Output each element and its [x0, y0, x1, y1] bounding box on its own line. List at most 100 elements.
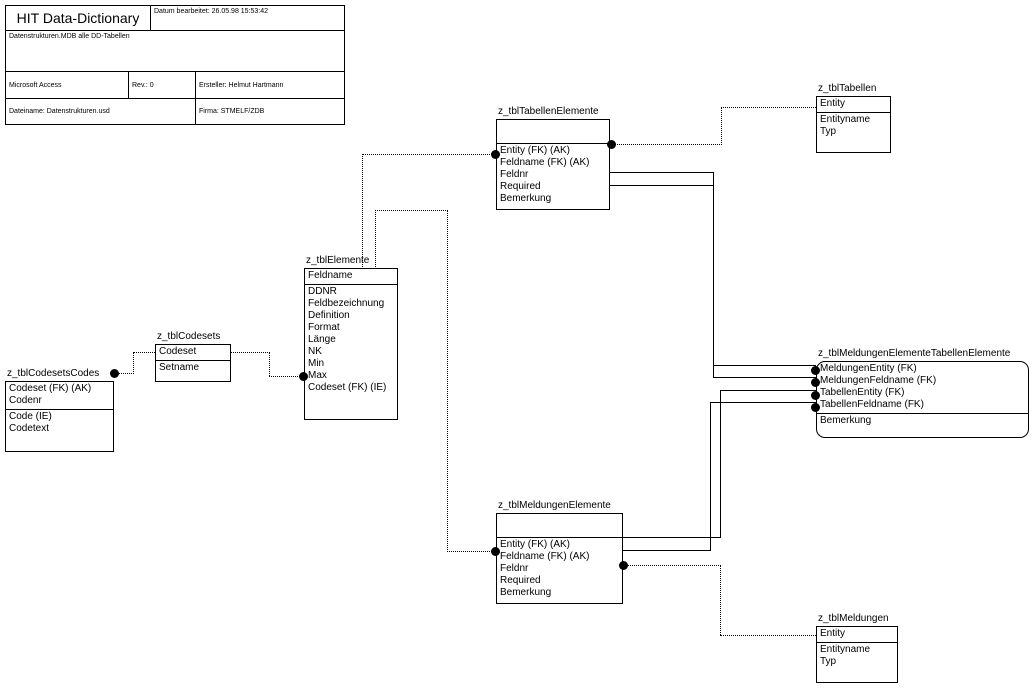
- entity-attribute: Feldnr: [500, 169, 529, 180]
- entity-name-label: z_tblCodesets: [157, 331, 221, 342]
- connector-meldungenelemente-link-h4: [710, 402, 816, 403]
- entity-attribute-area: Entityname Typ: [817, 643, 897, 682]
- connector-tabellen-tabellenelemente-v: [721, 107, 722, 145]
- entity-attribute: Setname: [159, 362, 200, 373]
- entity-key-attribute: MeldungenEntity (FK): [820, 363, 917, 374]
- author-label: Ersteller: Helmut Hartmann: [199, 81, 284, 89]
- title-block-row-description: Datenstrukturen.MDB alle DD-Tabellen: [6, 30, 344, 71]
- entity-z-tbltabellenelemente[interactable]: z_tblTabellenElemente Entity (FK) (AK) F…: [496, 106, 610, 210]
- entity-attribute-area: Code (IE) Codetext: [6, 410, 113, 451]
- entity-attribute-area: Setname: [156, 361, 230, 381]
- entity-key-area: Codeset (FK) (AK) Codenr: [6, 382, 113, 410]
- connector-elemente-meldungenelemente-h2: [447, 551, 496, 552]
- connector-codesets-elemente-v: [269, 352, 270, 376]
- connector-codesets-codesetscodes-h2: [133, 352, 155, 353]
- entity-name-label: z_tblTabellen: [818, 83, 877, 94]
- connector-codesets-codesetscodes-h1: [114, 373, 134, 374]
- entity-key-attribute: Codeset: [159, 346, 197, 357]
- edit-timestamp: Datum bearbeitet: 26.05.98 15:53:42: [154, 8, 269, 15]
- entity-box: MeldungenEntity (FK) MeldungenFeldname (…: [816, 361, 1029, 438]
- connector-tabellenelemente-link-v2: [713, 185, 714, 378]
- filename-label: Dateiname: Datenstrukturen.usd: [6, 99, 196, 124]
- connector-elemente-tabellenelemente-v: [362, 154, 363, 269]
- entity-attribute: Typ: [820, 656, 837, 667]
- entity-z-tbltabellen[interactable]: z_tblTabellen Entity Entityname Typ: [816, 83, 891, 153]
- entity-attribute: NK: [308, 346, 322, 357]
- connector-elemente-meldungenelemente-v1: [375, 210, 376, 269]
- entity-name-label: z_tblCodesetsCodes: [7, 368, 100, 379]
- entity-key-attribute: TabellenEntity (FK): [820, 387, 905, 398]
- connector-meldungenelemente-link-v2: [710, 402, 711, 551]
- entity-attribute: Entity (FK) (AK): [500, 539, 571, 550]
- entity-attribute: Codeset (FK) (IE): [308, 382, 387, 393]
- entity-attribute: Feldnr: [500, 563, 529, 574]
- entity-attribute: Max: [308, 370, 327, 381]
- application-name: Microsoft Access: [6, 72, 129, 98]
- entity-attribute: Entity (FK) (AK): [500, 145, 571, 156]
- entity-attribute: Required: [500, 575, 541, 586]
- entity-box: Entity (FK) (AK) Feldname (FK) (AK) Feld…: [496, 119, 610, 210]
- entity-attribute: Code (IE): [9, 411, 52, 422]
- connector-elemente-meldungenelemente-v2: [447, 210, 448, 552]
- entity-box: Entity Entityname Typ: [816, 626, 898, 683]
- entity-attribute: Feldbezeichnung: [308, 298, 385, 309]
- entity-attribute: Definition: [308, 310, 350, 321]
- entity-box: Feldname DDNR Feldbezeichnung Definition…: [304, 268, 398, 420]
- entity-name-label: z_tblTabellenElemente: [498, 106, 599, 117]
- entity-key-area: [497, 120, 609, 144]
- connector-tabellenelemente-link-h3: [610, 185, 714, 186]
- entity-box: Entity Entityname Typ: [816, 96, 891, 153]
- entity-z-tblmeldungenelementetabellenelemente[interactable]: z_tblMeldungenElementeTabellenElemente M…: [816, 348, 1029, 438]
- cardinality-dot-link-1: [811, 366, 820, 375]
- connector-tabellenelemente-link-h4: [713, 377, 816, 378]
- entity-attribute: Bemerkung: [820, 415, 872, 426]
- entity-key-attribute: Feldname: [308, 270, 353, 281]
- cardinality-dot-meldungenelemente-right: [619, 561, 628, 570]
- entity-z-tblmeldungenelemente[interactable]: z_tblMeldungenElemente Entity (FK) (AK) …: [496, 500, 623, 604]
- cardinality-dot-meldungenelemente-left: [491, 547, 500, 556]
- entity-attribute: Entityname: [820, 644, 871, 655]
- entity-box: Codeset (FK) (AK) Codenr Code (IE) Codet…: [5, 381, 114, 452]
- entity-z-tblelemente[interactable]: z_tblElemente Feldname DDNR Feldbezeichn…: [304, 255, 398, 420]
- connector-codesets-codesetscodes-v: [133, 352, 134, 374]
- entity-attribute: Länge: [308, 334, 336, 345]
- entity-z-tblcodesetscodes[interactable]: z_tblCodesetsCodes Codeset (FK) (AK) Cod…: [5, 368, 114, 452]
- connector-meldungen-meldungenelemente-v: [720, 565, 721, 635]
- title-block-row-header: HIT Data-Dictionary Datum bearbeitet: 26…: [6, 6, 344, 30]
- entity-key-area: MeldungenEntity (FK) MeldungenFeldname (…: [817, 362, 1028, 414]
- entity-z-tblcodesets[interactable]: z_tblCodesets Codeset Setname: [155, 331, 231, 382]
- cardinality-dot-codesetscodes-right: [110, 369, 119, 378]
- entity-attribute-area: Bemerkung: [817, 414, 1028, 437]
- connector-meldungenelemente-link-h3: [623, 550, 711, 551]
- connector-tabellen-tabellenelemente-h2: [721, 107, 816, 108]
- title-block: HIT Data-Dictionary Datum bearbeitet: 26…: [5, 5, 345, 125]
- entity-z-tblmeldungen[interactable]: z_tblMeldungen Entity Entityname Typ: [816, 613, 898, 683]
- entity-box: Codeset Setname: [155, 344, 231, 382]
- connector-meldungenelemente-link-h1: [623, 537, 721, 538]
- entity-attribute: Feldname (FK) (AK): [500, 157, 590, 168]
- cardinality-dot-tabellenelemente-right: [607, 140, 616, 149]
- entity-key-area: Feldname: [305, 269, 397, 285]
- entity-box: Entity (FK) (AK) Feldname (FK) (AK) Feld…: [496, 513, 623, 604]
- cardinality-dot-link-4: [811, 403, 820, 412]
- entity-key-attribute: TabellenFeldname (FK): [820, 399, 924, 410]
- title-block-row-meta: Microsoft Access Rev.: 0 Ersteller: Helm…: [6, 71, 344, 98]
- connector-tabellen-tabellenelemente-h1: [614, 144, 722, 145]
- entity-attribute-area: Entity (FK) (AK) Feldname (FK) (AK) Feld…: [497, 538, 622, 603]
- entity-name-label: z_tblMeldungenElemente: [498, 500, 611, 511]
- connector-codesets-elemente-h2: [269, 376, 302, 377]
- entity-attribute: Min: [308, 358, 325, 369]
- connector-meldungenelemente-link-h2: [720, 390, 816, 391]
- entity-attribute: Bemerkung: [500, 193, 552, 204]
- connector-codesets-elemente-h1: [231, 352, 270, 353]
- entity-key-area: Codeset: [156, 345, 230, 361]
- entity-attribute: Codetext: [9, 423, 50, 434]
- entity-attribute-area: Entityname Typ: [817, 113, 890, 152]
- entity-name-label: z_tblElemente: [306, 255, 370, 266]
- connector-elemente-tabellenelemente-h: [362, 154, 496, 155]
- entity-key-attribute: Codenr: [9, 395, 42, 406]
- diagram-title: HIT Data-Dictionary: [6, 6, 151, 30]
- entity-attribute: Required: [500, 181, 541, 192]
- cardinality-dot-elemente-left: [299, 372, 308, 381]
